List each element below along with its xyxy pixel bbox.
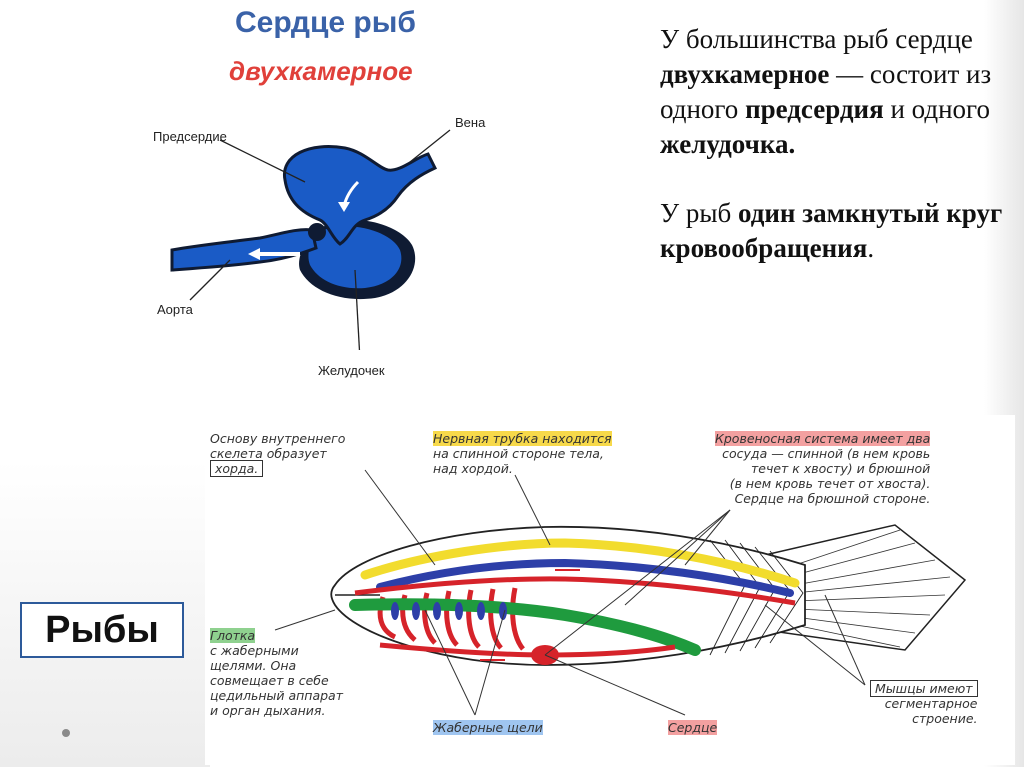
nerve-tube <box>360 538 800 588</box>
label-pharynx: Глотка с жаберными щелями. Она совмещает… <box>210 628 343 718</box>
gill-slits <box>391 602 507 620</box>
pharynx-line-1: Глотка <box>210 628 256 643</box>
ventricle-inner <box>308 226 402 289</box>
arrow-atrium-head <box>338 202 350 212</box>
paragraph-heart: У большинства рыб сердце двухкамерное — … <box>660 22 1005 162</box>
pointer-aorta <box>189 259 231 301</box>
blood-line-1: Кровеносная система имеет два <box>715 431 931 446</box>
text-span: . <box>867 233 875 263</box>
nerve-line-2: на спинной стороне тела, <box>433 446 604 461</box>
label-gill-slits: Жаберные щели <box>433 720 543 735</box>
valve <box>308 223 326 241</box>
pointer-lines <box>274 469 866 716</box>
bold-two-chamber: двухкамерное <box>660 59 830 89</box>
tail-rays <box>794 529 951 648</box>
text-span: У большинства рыб сердце <box>660 24 973 54</box>
bullet-dot <box>62 729 70 737</box>
aorta-shape <box>170 228 318 272</box>
blood-line-3: течет к хвосту) и брюшной <box>751 461 931 476</box>
skeleton-line-1: Основу внутреннего <box>210 431 346 446</box>
dorsal-vessel <box>354 576 796 606</box>
skeleton-line-2: скелета образует <box>210 446 327 461</box>
slide-title-text: Рыбы <box>45 608 159 651</box>
label-heart: Сердце <box>668 720 718 735</box>
label-blood-system: Кровеносная система имеет два сосуда — с… <box>715 431 931 506</box>
fish-heart-text: Сердце <box>668 720 718 735</box>
muscles-line-3: строение. <box>912 711 978 726</box>
nerve-line-3: над хордой. <box>433 461 513 476</box>
muscles-line-2: сегментарное <box>884 696 978 711</box>
chord-boxed: хорда. <box>210 460 264 477</box>
paragraph-circulation: У рыб один замкнутый круг кровообращения… <box>660 196 1005 266</box>
arrow-aorta-head <box>248 248 260 260</box>
fish-diagram-panel: Основу внутреннего скелета образует хорд… <box>205 415 1015 765</box>
pharynx-line-5: цедильный аппарат <box>210 688 344 703</box>
bold-circulation: один замкнутый круг кровообращения <box>660 198 1003 263</box>
label-ventricle: Желудочек <box>318 363 385 378</box>
text-span: и одного <box>883 94 990 124</box>
blood-line-5: Сердце на брюшной стороне. <box>734 491 931 506</box>
fish-diagram <box>274 469 967 716</box>
pointer-vein <box>409 129 451 163</box>
skeleton-line-3: хорда. <box>210 460 345 477</box>
muscles-line-1: Мышцы имеют <box>870 680 978 697</box>
text-span: У рыб <box>660 198 738 228</box>
blood-line-2: сосуда — спинной (в нем кровь <box>722 446 931 461</box>
label-aorta: Аорта <box>157 302 193 317</box>
nerve-line-1: Нервная трубка находится <box>433 431 612 446</box>
heart-title: Сердце рыб <box>235 6 416 39</box>
slide-title: Рыбы <box>20 602 184 658</box>
description-text: У большинства рыб сердце двухкамерное — … <box>660 22 1005 266</box>
heart-subtitle: двухкамерное <box>229 56 413 86</box>
text-span: — состоит из одного <box>660 59 992 124</box>
pharynx-line-6: и орган дыхания. <box>210 703 326 718</box>
bold-ventricle: желудочка. <box>660 129 796 159</box>
label-vein: Вена <box>455 115 486 130</box>
pharynx-line-3: щелями. Она <box>210 658 297 673</box>
bold-atrium: предсердия <box>745 94 884 124</box>
gill-arches <box>377 587 526 651</box>
atrium-shape <box>283 145 438 246</box>
pointer-ventricle <box>354 269 361 350</box>
chord <box>376 558 794 597</box>
pharynx-line-4: совмещает в себе <box>210 673 329 688</box>
heart-diagram <box>170 129 451 350</box>
label-nerve-tube: Нервная трубка находится на спинной стор… <box>433 431 612 476</box>
label-atrium: Предсердие <box>153 129 227 144</box>
pharynx-line-2: с жаберными <box>210 643 299 658</box>
gills-text: Жаберные щели <box>433 720 543 735</box>
blood-line-4: (в нем кровь течет от хвоста). <box>729 476 931 491</box>
label-muscles: Мышцы имеют сегментарное строение. <box>870 680 978 726</box>
label-skeleton: Основу внутреннего скелета образует хорд… <box>210 431 346 477</box>
pointer-atrium <box>219 139 306 183</box>
